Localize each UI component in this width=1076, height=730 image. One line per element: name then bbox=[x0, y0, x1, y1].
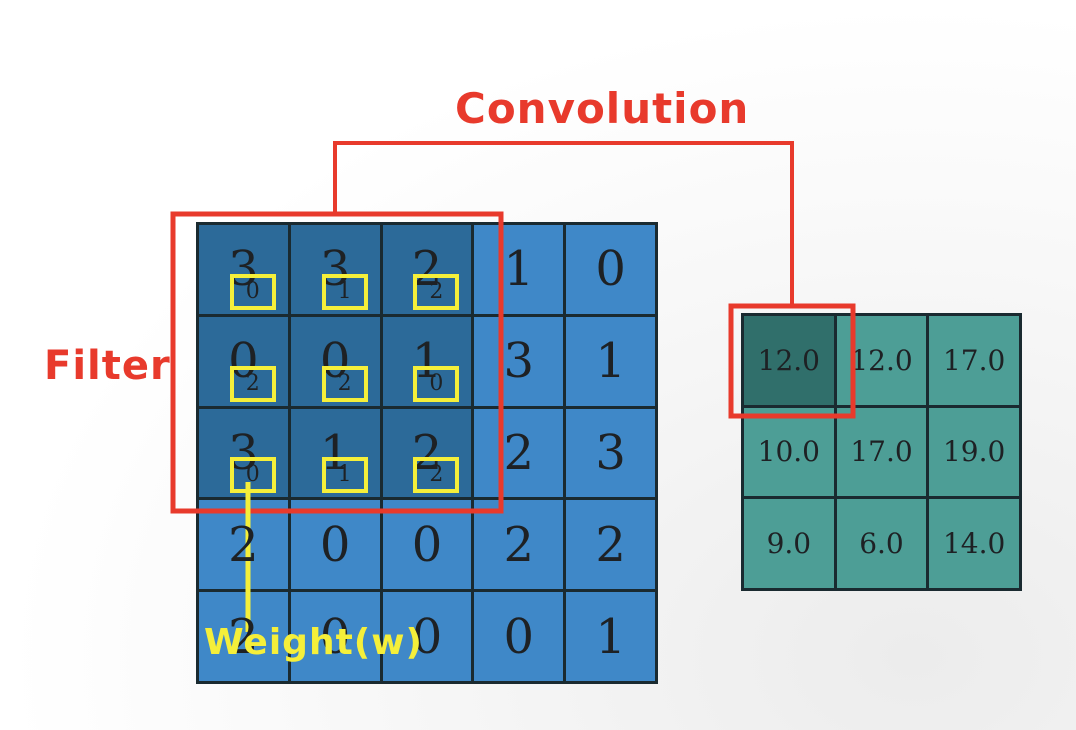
input-value: 2 bbox=[228, 608, 259, 665]
convolution-label: Convolution bbox=[455, 84, 750, 133]
input-value: 1 bbox=[503, 241, 535, 298]
input-cell: 1 bbox=[566, 316, 655, 406]
input-cell: 2 bbox=[474, 500, 564, 590]
output-cell: 19.0 bbox=[929, 407, 1019, 497]
filter-label: Filter bbox=[44, 343, 171, 389]
input-value: 2 bbox=[228, 516, 259, 573]
input-value: 0 bbox=[503, 608, 535, 665]
input-cell: 0 bbox=[566, 225, 655, 314]
input-cell: 2 bbox=[199, 500, 288, 590]
output-cell: 17.0 bbox=[929, 316, 1019, 405]
input-value: 0 bbox=[319, 608, 351, 665]
input-value: 1 bbox=[595, 333, 626, 390]
output-cell: 12.0 bbox=[744, 316, 834, 405]
output-cell: 12.0 bbox=[836, 316, 927, 405]
weight-box: 1 bbox=[321, 457, 368, 494]
input-cell: 0 bbox=[290, 592, 380, 681]
output-cell: 6.0 bbox=[836, 499, 927, 588]
output-feature-map: 12.0 12.0 17.0 10.0 17.0 19.0 9.0 6.0 14… bbox=[741, 313, 1022, 591]
output-cell: 14.0 bbox=[929, 499, 1019, 588]
weight-box: 0 bbox=[229, 457, 276, 494]
output-cell: 10.0 bbox=[744, 407, 834, 497]
input-cell: 3 bbox=[474, 316, 564, 406]
input-value: 2 bbox=[503, 516, 535, 573]
weight-box: 1 bbox=[321, 273, 368, 310]
input-cell: 0 bbox=[474, 592, 564, 681]
input-value: 0 bbox=[411, 516, 443, 573]
output-cell: 9.0 bbox=[744, 499, 834, 588]
output-cell: 17.0 bbox=[836, 407, 927, 497]
input-value: 3 bbox=[595, 424, 626, 481]
input-cell: 0 bbox=[290, 500, 380, 590]
weight-box: 2 bbox=[413, 273, 460, 310]
weight-label: Weight(w) bbox=[204, 622, 423, 663]
input-value: 0 bbox=[595, 241, 626, 298]
input-cell: 1 bbox=[474, 225, 564, 314]
input-cell: 2 bbox=[474, 408, 564, 498]
weight-box: 2 bbox=[413, 457, 460, 494]
input-cell: 0 bbox=[382, 500, 472, 590]
weight-box: 2 bbox=[321, 365, 368, 402]
input-cell: 2 bbox=[566, 500, 655, 590]
input-value: 3 bbox=[503, 333, 535, 390]
input-cell: 2 bbox=[199, 592, 288, 681]
input-value: 1 bbox=[595, 608, 626, 665]
input-cell: 1 bbox=[566, 592, 655, 681]
input-value: 2 bbox=[503, 424, 535, 481]
weight-box: 0 bbox=[413, 365, 460, 402]
weight-box: 2 bbox=[229, 365, 276, 402]
input-cell: 0 bbox=[382, 592, 472, 681]
weight-box: 0 bbox=[229, 273, 276, 310]
input-value: 2 bbox=[595, 516, 626, 573]
input-value: 0 bbox=[411, 608, 443, 665]
input-cell: 3 bbox=[566, 408, 655, 498]
input-value: 0 bbox=[319, 516, 351, 573]
